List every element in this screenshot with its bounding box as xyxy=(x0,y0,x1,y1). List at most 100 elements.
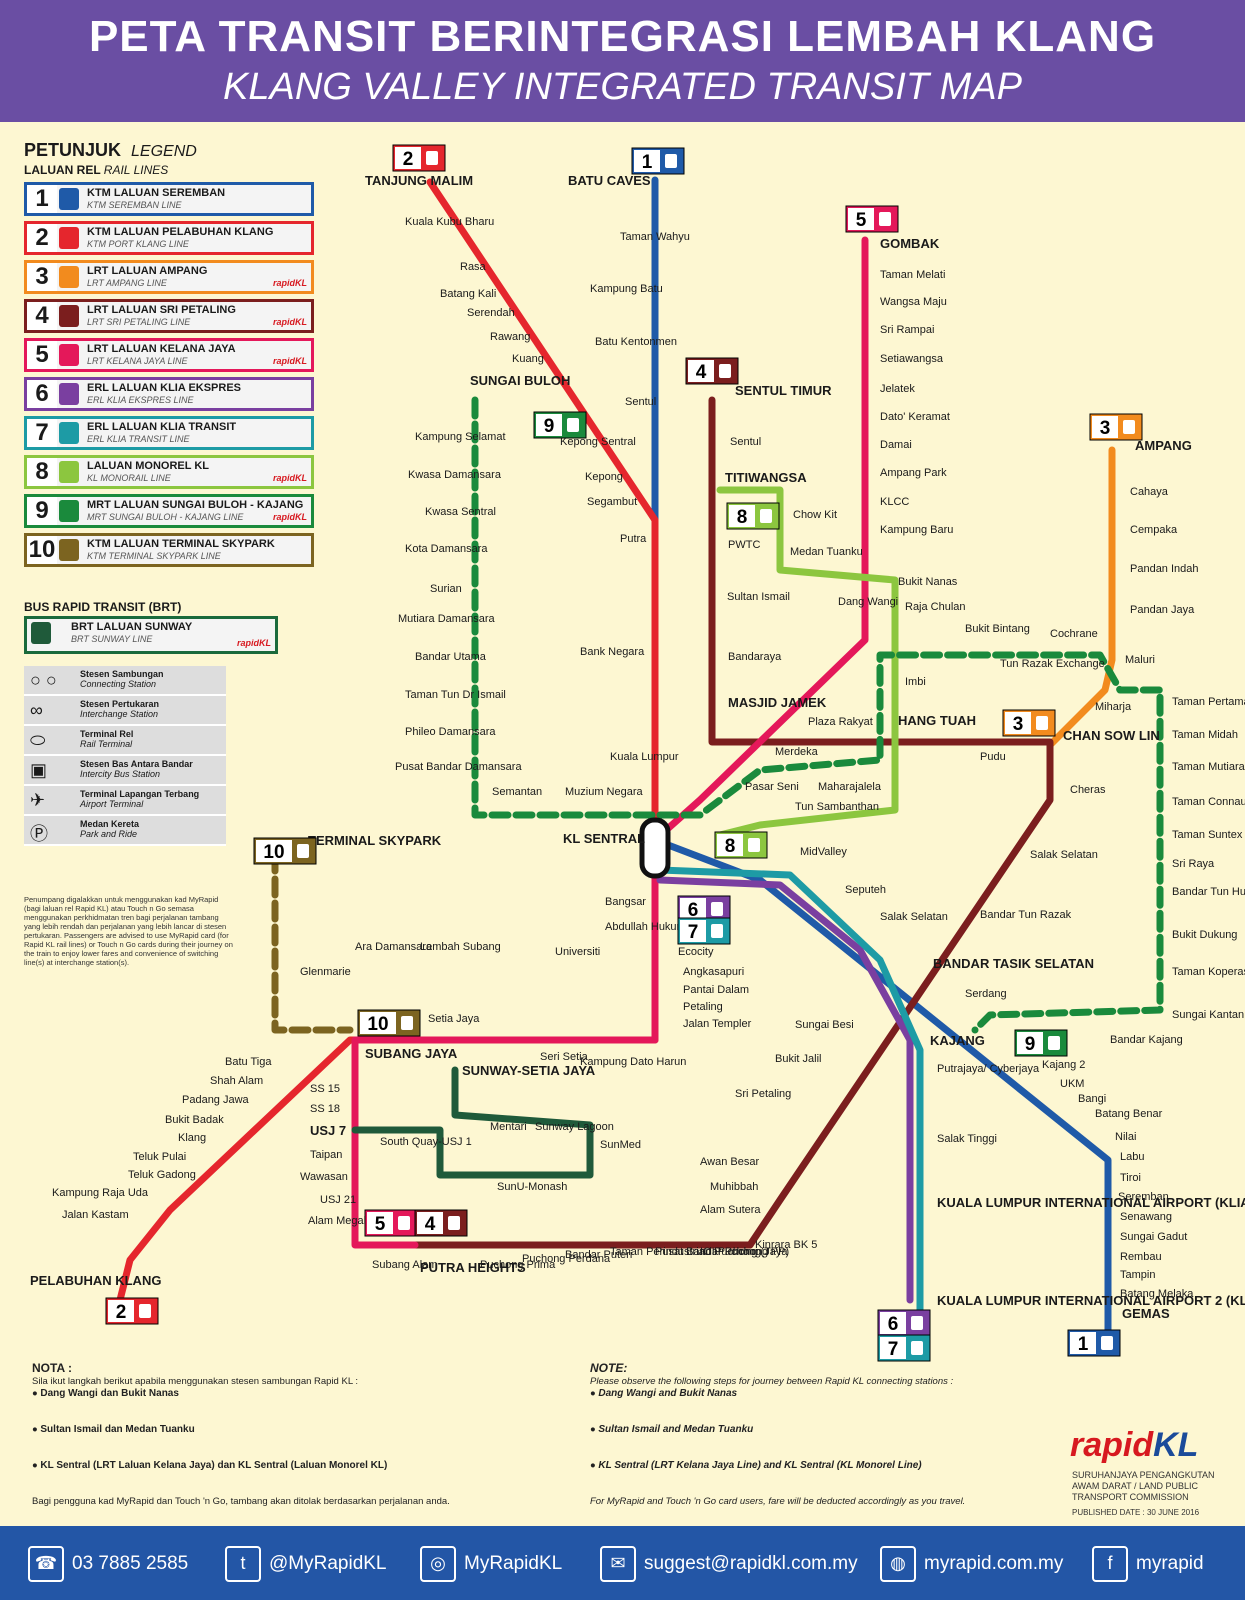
station-label[interactable]: Seremban xyxy=(1118,1191,1169,1203)
station-label[interactable]: Tampin xyxy=(1120,1269,1155,1281)
station-label[interactable]: Kuala Kubu Bharu xyxy=(405,216,494,228)
station-label[interactable]: Taman Perindustrian Puchong (TPP) xyxy=(610,1246,789,1258)
station-label[interactable]: MASJID JAMEK xyxy=(728,695,827,710)
station-label[interactable]: BANDAR TASIK SELATAN xyxy=(933,956,1094,971)
station-label[interactable]: GEMAS xyxy=(1122,1306,1170,1321)
station-label[interactable]: TERMINAL SKYPARK xyxy=(308,833,442,848)
station-label[interactable]: Jalan Templer xyxy=(683,1018,752,1030)
station-label[interactable]: Muhibbah xyxy=(710,1181,758,1193)
station-label[interactable]: Kajang 2 xyxy=(1042,1059,1085,1071)
station-label[interactable]: Petaling xyxy=(683,1001,723,1013)
station-label[interactable]: Segambut xyxy=(587,496,637,508)
station-label[interactable]: Jalan Kastam xyxy=(62,1209,129,1221)
station-label[interactable]: Tiroi xyxy=(1120,1172,1141,1184)
station-label[interactable]: Klang xyxy=(178,1132,206,1144)
station-label[interactable]: Setiawangsa xyxy=(880,353,944,365)
station-label[interactable]: Kuang xyxy=(512,353,544,365)
station-label[interactable]: PELABUHAN KLANG xyxy=(30,1273,161,1288)
contact-item[interactable]: ✉suggest@rapidkl.com.my xyxy=(600,1546,858,1582)
station-label[interactable]: Batang Kali xyxy=(440,288,496,300)
station-label[interactable]: SS 15 xyxy=(310,1083,340,1095)
station-label[interactable]: Nilai xyxy=(1115,1131,1136,1143)
station-label[interactable]: Kuala Lumpur xyxy=(610,751,679,763)
station-label[interactable]: Raja Chulan xyxy=(905,601,966,613)
station-label[interactable]: Kampung Selamat xyxy=(415,431,506,443)
station-label[interactable]: SUNWAY-SETIA JAYA xyxy=(462,1063,596,1078)
station-label[interactable]: Padang Jawa xyxy=(182,1094,250,1106)
contact-item[interactable]: ◎MyRapidKL xyxy=(420,1546,562,1582)
station-label[interactable]: KAJANG xyxy=(930,1033,985,1048)
station-label[interactable]: Seri Setia xyxy=(540,1051,589,1063)
station-label[interactable]: KUALA LUMPUR INTERNATIONAL AIRPORT 2 (KL… xyxy=(937,1293,1245,1308)
station-label[interactable]: PWTC xyxy=(728,539,760,551)
station-label[interactable]: USJ 21 xyxy=(320,1194,356,1206)
station-label[interactable]: Mutiara Damansara xyxy=(398,613,495,625)
station-label[interactable]: Cempaka xyxy=(1130,524,1178,536)
station-label[interactable]: Semantan xyxy=(492,786,542,798)
station-label[interactable]: Sungai Kantan xyxy=(1172,1009,1244,1021)
station-label[interactable]: Maharajalela xyxy=(818,781,882,793)
station-label[interactable]: Bank Negara xyxy=(580,646,645,658)
station-label[interactable]: Batang Melaka xyxy=(1120,1288,1194,1300)
station-label[interactable]: Kinrara BK 5 xyxy=(755,1239,817,1251)
station-label[interactable]: Setia Jaya xyxy=(428,1013,480,1025)
station-label[interactable]: Merdeka xyxy=(775,746,819,758)
station-label[interactable]: AMPANG xyxy=(1135,438,1192,453)
station-label[interactable]: Salak Selatan xyxy=(1030,849,1098,861)
station-label[interactable]: Senawang xyxy=(1120,1211,1172,1223)
station-label[interactable]: Alam Megah xyxy=(308,1215,370,1227)
station-label[interactable]: Sri Rampai xyxy=(880,324,934,336)
station-label[interactable]: Kepong xyxy=(585,471,623,483)
station-label[interactable]: GOMBAK xyxy=(880,236,940,251)
station-label[interactable]: TITIWANGSA xyxy=(725,470,807,485)
station-label[interactable]: Cheras xyxy=(1070,784,1106,796)
station-label[interactable]: BATU CAVES xyxy=(568,173,651,188)
station-label[interactable]: Pudu xyxy=(980,751,1006,763)
station-label[interactable]: Taman Mutiara xyxy=(1172,761,1245,773)
station-label[interactable]: Teluk Gadong xyxy=(128,1169,196,1181)
station-label[interactable]: Maluri xyxy=(1125,654,1155,666)
station-label[interactable]: SS 18 xyxy=(310,1103,340,1115)
station-label[interactable]: Wangsa Maju xyxy=(880,296,947,308)
station-label[interactable]: KL SENTRAL xyxy=(563,831,645,846)
station-label[interactable]: Dato' Keramat xyxy=(880,411,950,423)
station-label[interactable]: Damai xyxy=(880,439,912,451)
station-label[interactable]: Bandaraya xyxy=(728,651,782,663)
station-label[interactable]: Taman Wahyu xyxy=(620,231,690,243)
station-label[interactable]: Wawasan xyxy=(300,1171,348,1183)
station-label[interactable]: Jelatek xyxy=(880,383,915,395)
station-label[interactable]: Pandan Jaya xyxy=(1130,604,1195,616)
station-label[interactable]: Bangi xyxy=(1078,1093,1106,1105)
station-label[interactable]: Sri Petaling xyxy=(735,1088,791,1100)
station-label[interactable]: Kepong Sentral xyxy=(560,436,636,448)
station-label[interactable]: Kwasa Sentral xyxy=(425,506,496,518)
station-label[interactable]: Taipan xyxy=(310,1149,342,1161)
station-label[interactable]: Bukit Nanas xyxy=(898,576,958,588)
station-label[interactable]: Phileo Damansara xyxy=(405,726,496,738)
station-label[interactable]: Putra xyxy=(620,533,647,545)
station-label[interactable]: Chow Kit xyxy=(793,509,837,521)
station-label[interactable]: Bukit Bintang xyxy=(965,623,1030,635)
station-label[interactable]: Plaza Rakyat xyxy=(808,716,873,728)
station-label[interactable]: Ampang Park xyxy=(880,467,947,479)
station-label[interactable]: Batu Kentonmen xyxy=(595,336,677,348)
station-label[interactable]: Bandar Tun Hussein Onn xyxy=(1172,886,1245,898)
station-label[interactable]: Glenmarie xyxy=(300,966,351,978)
station-label[interactable]: Puchong Perdana xyxy=(522,1253,611,1265)
station-label[interactable]: Sentul xyxy=(625,396,656,408)
station-label[interactable]: Taman Connaught xyxy=(1172,796,1245,808)
station-label[interactable]: Kampung Baru xyxy=(880,524,953,536)
kl-sentral-terminal[interactable] xyxy=(639,817,671,879)
station-label[interactable]: Sultan Ismail xyxy=(727,591,790,603)
station-label[interactable]: HANG TUAH xyxy=(898,713,976,728)
station-label[interactable]: Bandar Tun Razak xyxy=(980,909,1072,921)
station-label[interactable]: USJ 7 xyxy=(310,1123,346,1138)
station-label[interactable]: Angkasapuri xyxy=(683,966,744,978)
station-label[interactable]: PUTRA HEIGHTS xyxy=(420,1260,526,1275)
station-label[interactable]: Miharja xyxy=(1095,701,1132,713)
station-label[interactable]: Serdang xyxy=(965,988,1007,1000)
station-label[interactable]: SUBANG JAYA xyxy=(365,1046,458,1061)
station-label[interactable]: Salak Tinggi xyxy=(937,1133,997,1145)
station-label[interactable]: Kota Damansara xyxy=(405,543,488,555)
